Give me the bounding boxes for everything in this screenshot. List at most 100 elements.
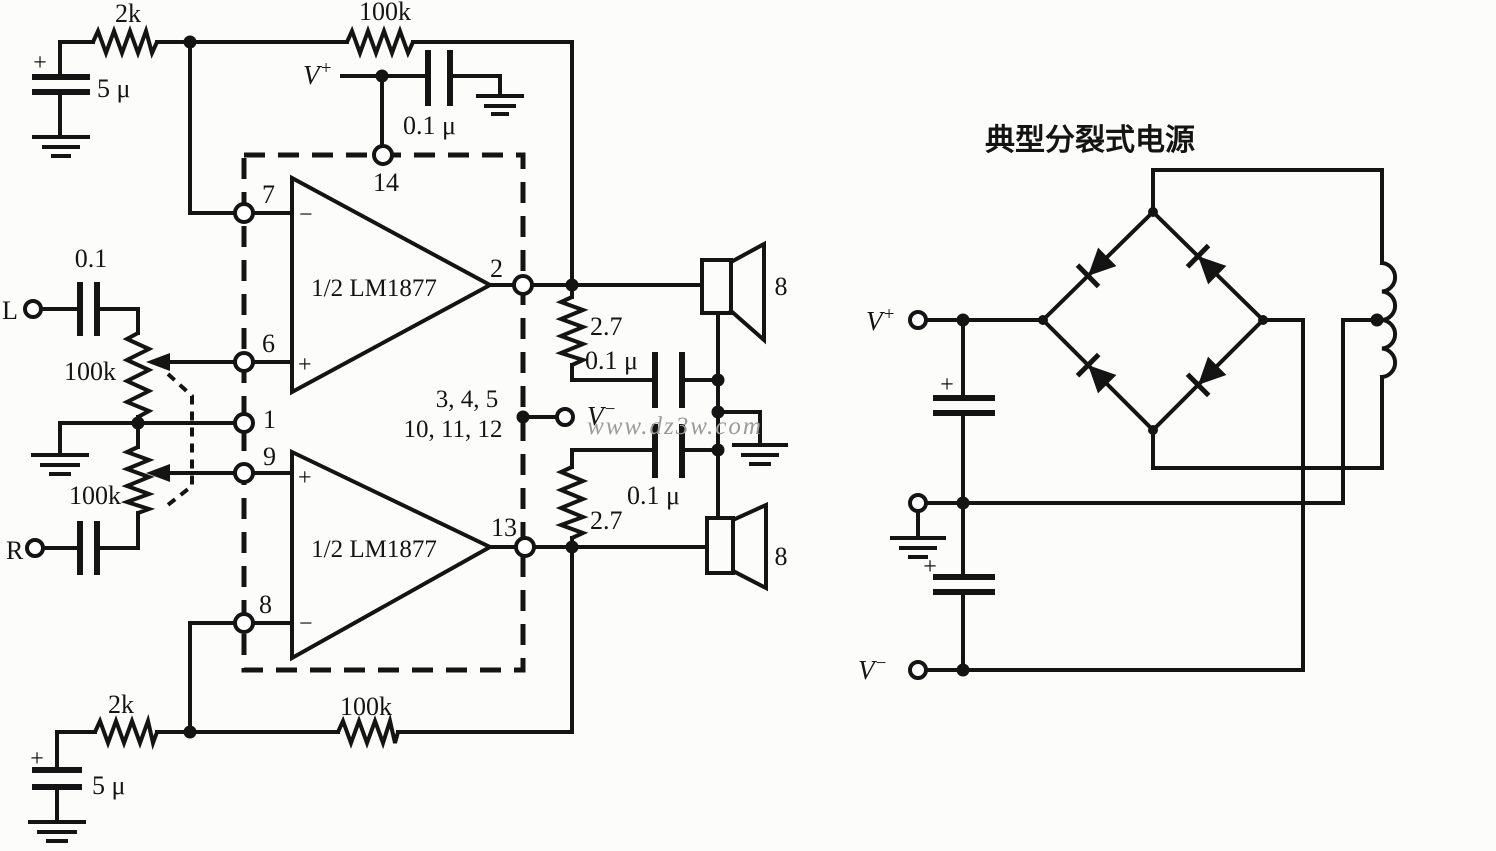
label-01u-bypass: 0.1 μ xyxy=(403,111,456,140)
label-plus-supcap1: + xyxy=(940,372,954,398)
junction xyxy=(711,373,725,387)
label-plus-c5u-top: + xyxy=(33,50,47,76)
label-2k-top: 2k xyxy=(115,0,141,28)
label-input-R: R xyxy=(6,536,24,565)
pin-13-circle xyxy=(514,536,536,558)
label-ic-half-bottom: 1/2 LM1877 xyxy=(311,536,437,563)
label-pin-7: 7 xyxy=(262,180,275,209)
junction xyxy=(956,663,970,677)
diode-upper-left xyxy=(1075,247,1117,289)
diode-lower-left xyxy=(1075,352,1117,394)
label-pin-2: 2 xyxy=(490,254,503,283)
wire xyxy=(448,74,502,98)
resistor-2.7-ch2 xyxy=(555,465,589,540)
label-pin-8: 8 xyxy=(259,590,272,619)
label-plus-input-bottom: + xyxy=(298,465,312,491)
label-2k-bottom: 2k xyxy=(108,690,134,719)
amplifier-circuit xyxy=(23,24,788,843)
wire xyxy=(924,318,1305,672)
wire xyxy=(924,318,1379,505)
pot-wiper-arrow xyxy=(146,464,170,482)
speaker-ch2 xyxy=(705,501,768,592)
resistor-2.7-ch1 xyxy=(555,295,589,367)
label-minus-input-top: − xyxy=(299,202,313,228)
supply-title: 典型分裂式电源 xyxy=(985,123,1195,158)
pot-wiper-arrow xyxy=(146,353,170,371)
label-pin-13: 13 xyxy=(491,513,517,542)
terminal-L xyxy=(23,299,43,319)
label-v-plus-supply: V+ xyxy=(866,304,895,336)
label-100k-pot2: 100k xyxy=(69,481,121,510)
label-pins-345: 3, 4, 5 xyxy=(436,386,499,413)
terminal-v-minus-supply xyxy=(908,660,928,680)
watermark-text: www.dz3w.com xyxy=(587,413,763,440)
ground-symbol xyxy=(31,453,89,476)
label-v-minus-supply: V− xyxy=(858,653,887,685)
bridge-vertex xyxy=(1258,315,1268,325)
junction xyxy=(711,405,725,419)
ground-symbol xyxy=(890,536,946,559)
wire xyxy=(411,40,574,287)
label-5u-top: 5 μ xyxy=(97,74,130,103)
label-5u-bottom: 5 μ xyxy=(92,771,125,800)
opamp-triangle-top xyxy=(290,174,495,396)
label-ic-half-top: 1/2 LM1877 xyxy=(311,275,437,302)
opamp-triangle-bottom xyxy=(290,448,495,662)
labels: 2k 100k + 5 μ V+ 0.1 μ 14 7 − L 0.1 100k… xyxy=(2,0,1195,800)
terminal-R xyxy=(25,538,45,558)
label-8ohm-spk2: 8 xyxy=(775,542,788,571)
speaker-ch1 xyxy=(700,240,766,345)
label-01-input: 0.1 xyxy=(75,244,108,273)
wire xyxy=(396,545,574,734)
potentiometer-100k-left xyxy=(122,331,154,419)
resistor-100k-bottom-feedback xyxy=(336,713,400,750)
bridge-vertex xyxy=(1148,207,1158,217)
ground-symbol xyxy=(476,94,524,116)
label-plus-c5u-bottom: + xyxy=(30,746,44,772)
ground-symbol xyxy=(32,135,90,158)
wire xyxy=(95,511,140,550)
junction xyxy=(565,540,579,554)
label-01u-ch2: 0.1 μ xyxy=(627,481,680,510)
resistor-2k-bottom xyxy=(93,713,159,751)
pin-7-circle xyxy=(233,202,255,224)
pin-14-circle xyxy=(372,144,394,166)
label-100k-bottom: 100k xyxy=(340,692,392,721)
resistor-100k-top-feedback xyxy=(345,25,415,59)
label-01u-ch1: 0.1 μ xyxy=(585,346,638,375)
transformer-secondary-coil xyxy=(1379,260,1398,380)
pin-1-circle xyxy=(233,412,255,434)
label-pin-14: 14 xyxy=(373,168,399,197)
label-input-L: L xyxy=(2,296,18,325)
label-plus-input-top: + xyxy=(298,352,312,378)
pin-2-circle xyxy=(512,274,534,296)
junction xyxy=(565,278,579,292)
label-pins-101112: 10, 11, 12 xyxy=(403,416,502,443)
junction xyxy=(711,443,725,457)
label-v-minus-amp: V− xyxy=(587,399,616,431)
label-2.7-ch2: 2.7 xyxy=(590,506,623,535)
junction xyxy=(183,35,197,49)
pin-8-circle xyxy=(233,612,255,634)
pin-6-circle xyxy=(233,351,255,373)
label-minus-input-bottom: − xyxy=(299,611,313,637)
label-pin-9: 9 xyxy=(263,442,276,471)
resistor-2k-top xyxy=(91,24,159,59)
diode-lower-right xyxy=(1185,356,1227,398)
label-2.7-ch1: 2.7 xyxy=(590,312,623,341)
wire xyxy=(716,410,762,447)
wire xyxy=(188,40,237,215)
junction xyxy=(956,496,970,510)
ganged-pot-link xyxy=(162,372,194,510)
junction xyxy=(516,410,530,424)
split-power-supply-circuit xyxy=(890,168,1398,680)
terminal-v-plus-supply xyxy=(908,310,928,330)
label-100k-pot1: 100k xyxy=(64,357,116,386)
junction xyxy=(183,725,197,739)
diode-upper-right xyxy=(1185,243,1227,285)
bridge-vertex xyxy=(1038,315,1048,325)
label-100k-top: 100k xyxy=(359,0,411,26)
junction xyxy=(956,313,970,327)
